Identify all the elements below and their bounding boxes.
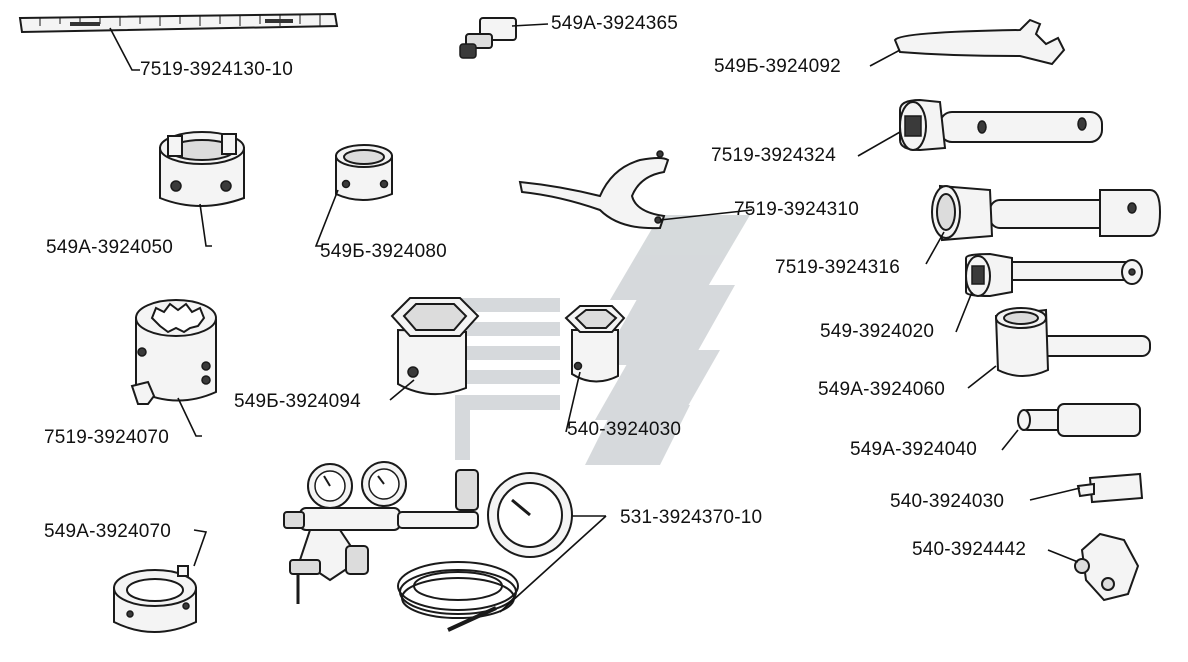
label-7519-3924310: 7519-3924310: [734, 199, 859, 220]
label-540-3924030-center: 540-3924030: [567, 419, 682, 440]
label-549B-3924092: 549Б-3924092: [714, 56, 841, 77]
socket-wrench-316-part: [931, 184, 1162, 242]
label-7519-3924316: 7519-3924316: [775, 257, 900, 278]
label-7519-3924070: 7519-3924070: [44, 427, 169, 448]
fitting-part: [459, 17, 517, 59]
label-549A-3924070: 549A-3924070: [44, 521, 172, 542]
label-540-3924442: 540-3924442: [912, 539, 1027, 560]
leader-lines: [109, 23, 1081, 613]
hex-socket-094-part: [390, 297, 480, 396]
socket-wrench-020-part: [965, 252, 1143, 298]
splined-socket-part: [130, 299, 217, 405]
castle-socket-050-part: [159, 131, 245, 207]
t-handle-060-part: [994, 307, 1151, 377]
ruler-part: [18, 12, 339, 34]
label-549A-3924365: 549A-3924365: [551, 13, 679, 34]
label-549A-3924060: 549A-3924060: [818, 379, 946, 400]
label-531-3924370-10: 531-3924370-10: [620, 507, 763, 528]
hex-nut-442-part: [1074, 532, 1140, 602]
hex-socket-030-part: [564, 305, 626, 383]
label-540-3924030-right: 540-3924030: [890, 491, 1005, 512]
flat-wrench-part: [893, 18, 1066, 66]
hook-spanner-part: [518, 150, 670, 230]
hex-bit-030-part: [1076, 472, 1144, 504]
label-549A-3924040: 549A-3924040: [850, 439, 978, 460]
label-7519-3924324: 7519-3924324: [711, 145, 836, 166]
watermark-logo: [455, 215, 750, 465]
ring-socket-part: [113, 565, 197, 633]
label-549B-3924094: 549Б-3924094: [234, 391, 361, 412]
gauge-kit-part: [283, 461, 573, 632]
castle-socket-080-part: [335, 144, 393, 201]
pin-040-part: [1017, 403, 1141, 437]
label-7519-3924130-10: 7519-3924130-10: [140, 59, 294, 80]
label-549A-3924050: 549A-3924050: [46, 237, 174, 258]
socket-wrench-324-part: [899, 98, 1103, 152]
label-549-3924020: 549-3924020: [820, 321, 935, 342]
label-549B-3924080: 549Б-3924080: [320, 241, 447, 262]
